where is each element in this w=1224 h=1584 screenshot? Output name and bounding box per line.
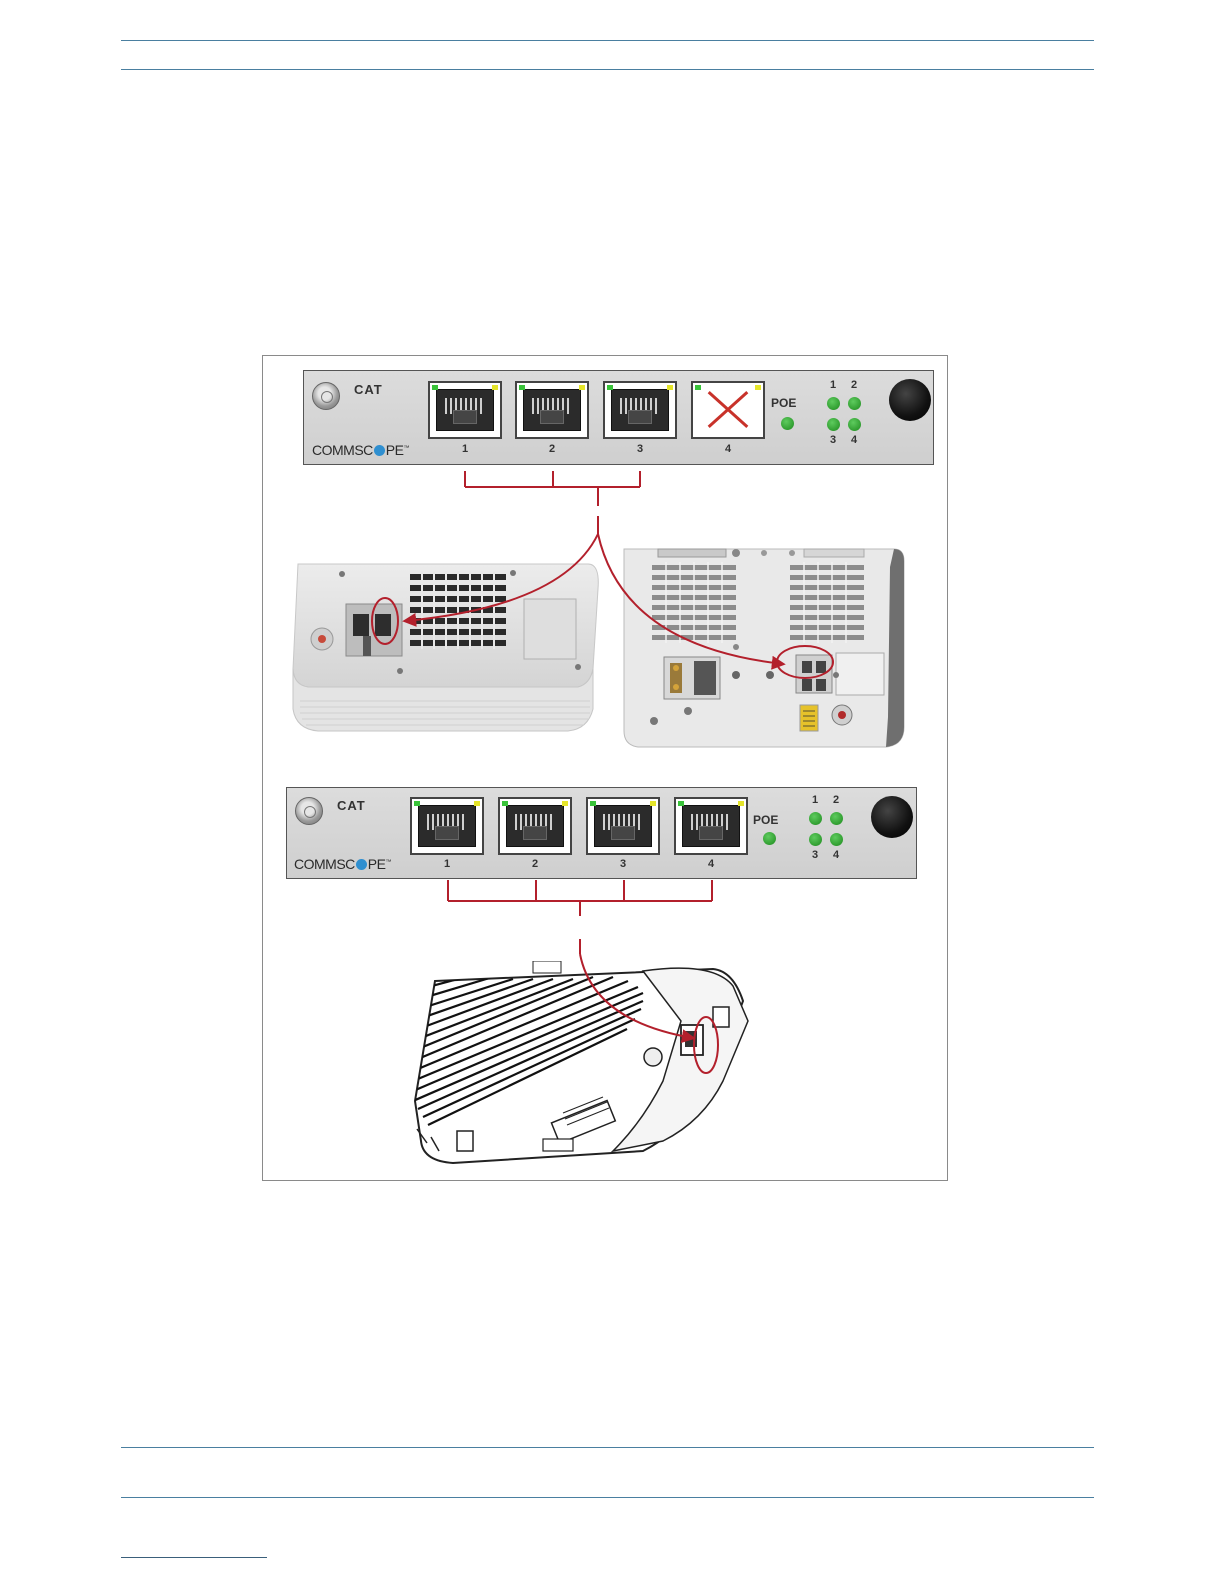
footnote-rule xyxy=(121,1557,267,1558)
header-rule-bottom xyxy=(121,69,1094,70)
footer-rule-top xyxy=(121,1447,1094,1448)
header-rule-top xyxy=(121,40,1094,41)
callout-lines xyxy=(263,356,949,1182)
footer-rule-bottom xyxy=(121,1497,1094,1498)
